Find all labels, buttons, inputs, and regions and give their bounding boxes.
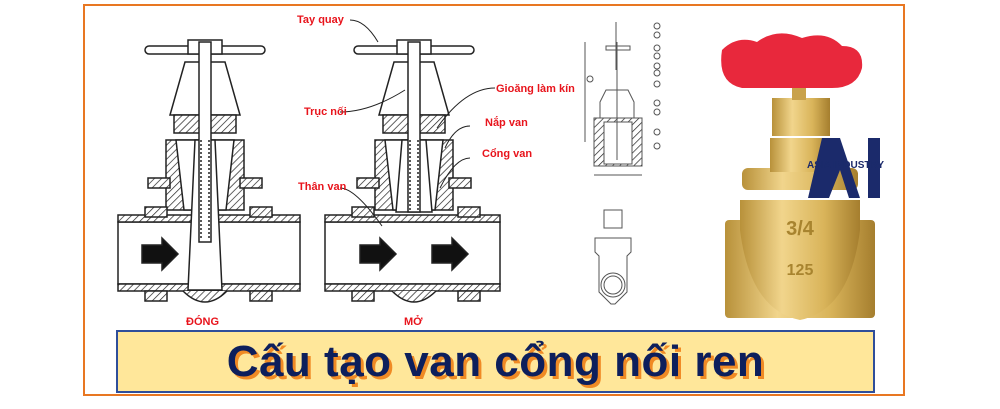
label-bonnet: Nắp van (485, 117, 528, 129)
label-gate: Cổng van (482, 148, 533, 160)
size-marking: 3/4 (786, 218, 815, 240)
pressure-marking: 125 (787, 262, 814, 279)
label-body: Thân van (298, 181, 347, 193)
part-callouts (586, 22, 661, 150)
image-frame (83, 4, 905, 396)
state-closed: ĐÓNG (186, 316, 219, 328)
technical-drawing (584, 22, 661, 305)
label-seal: Gioăng làm kín (496, 83, 575, 95)
logo-text: ASIA INDUSTRY (807, 160, 885, 171)
closed-valve-section (117, 39, 301, 303)
state-open: MỞ (404, 316, 423, 328)
asia-industry-logo (808, 138, 880, 198)
page-title: Cấu tạo van cổng nối ren (226, 336, 765, 386)
label-handwheel: Tay quay (297, 14, 344, 26)
title-banner: Cấu tạo van cổng nối ren (116, 330, 875, 393)
open-valve-section (324, 19, 501, 303)
red-handwheel (721, 33, 863, 88)
label-stem: Trục nối (304, 106, 347, 118)
